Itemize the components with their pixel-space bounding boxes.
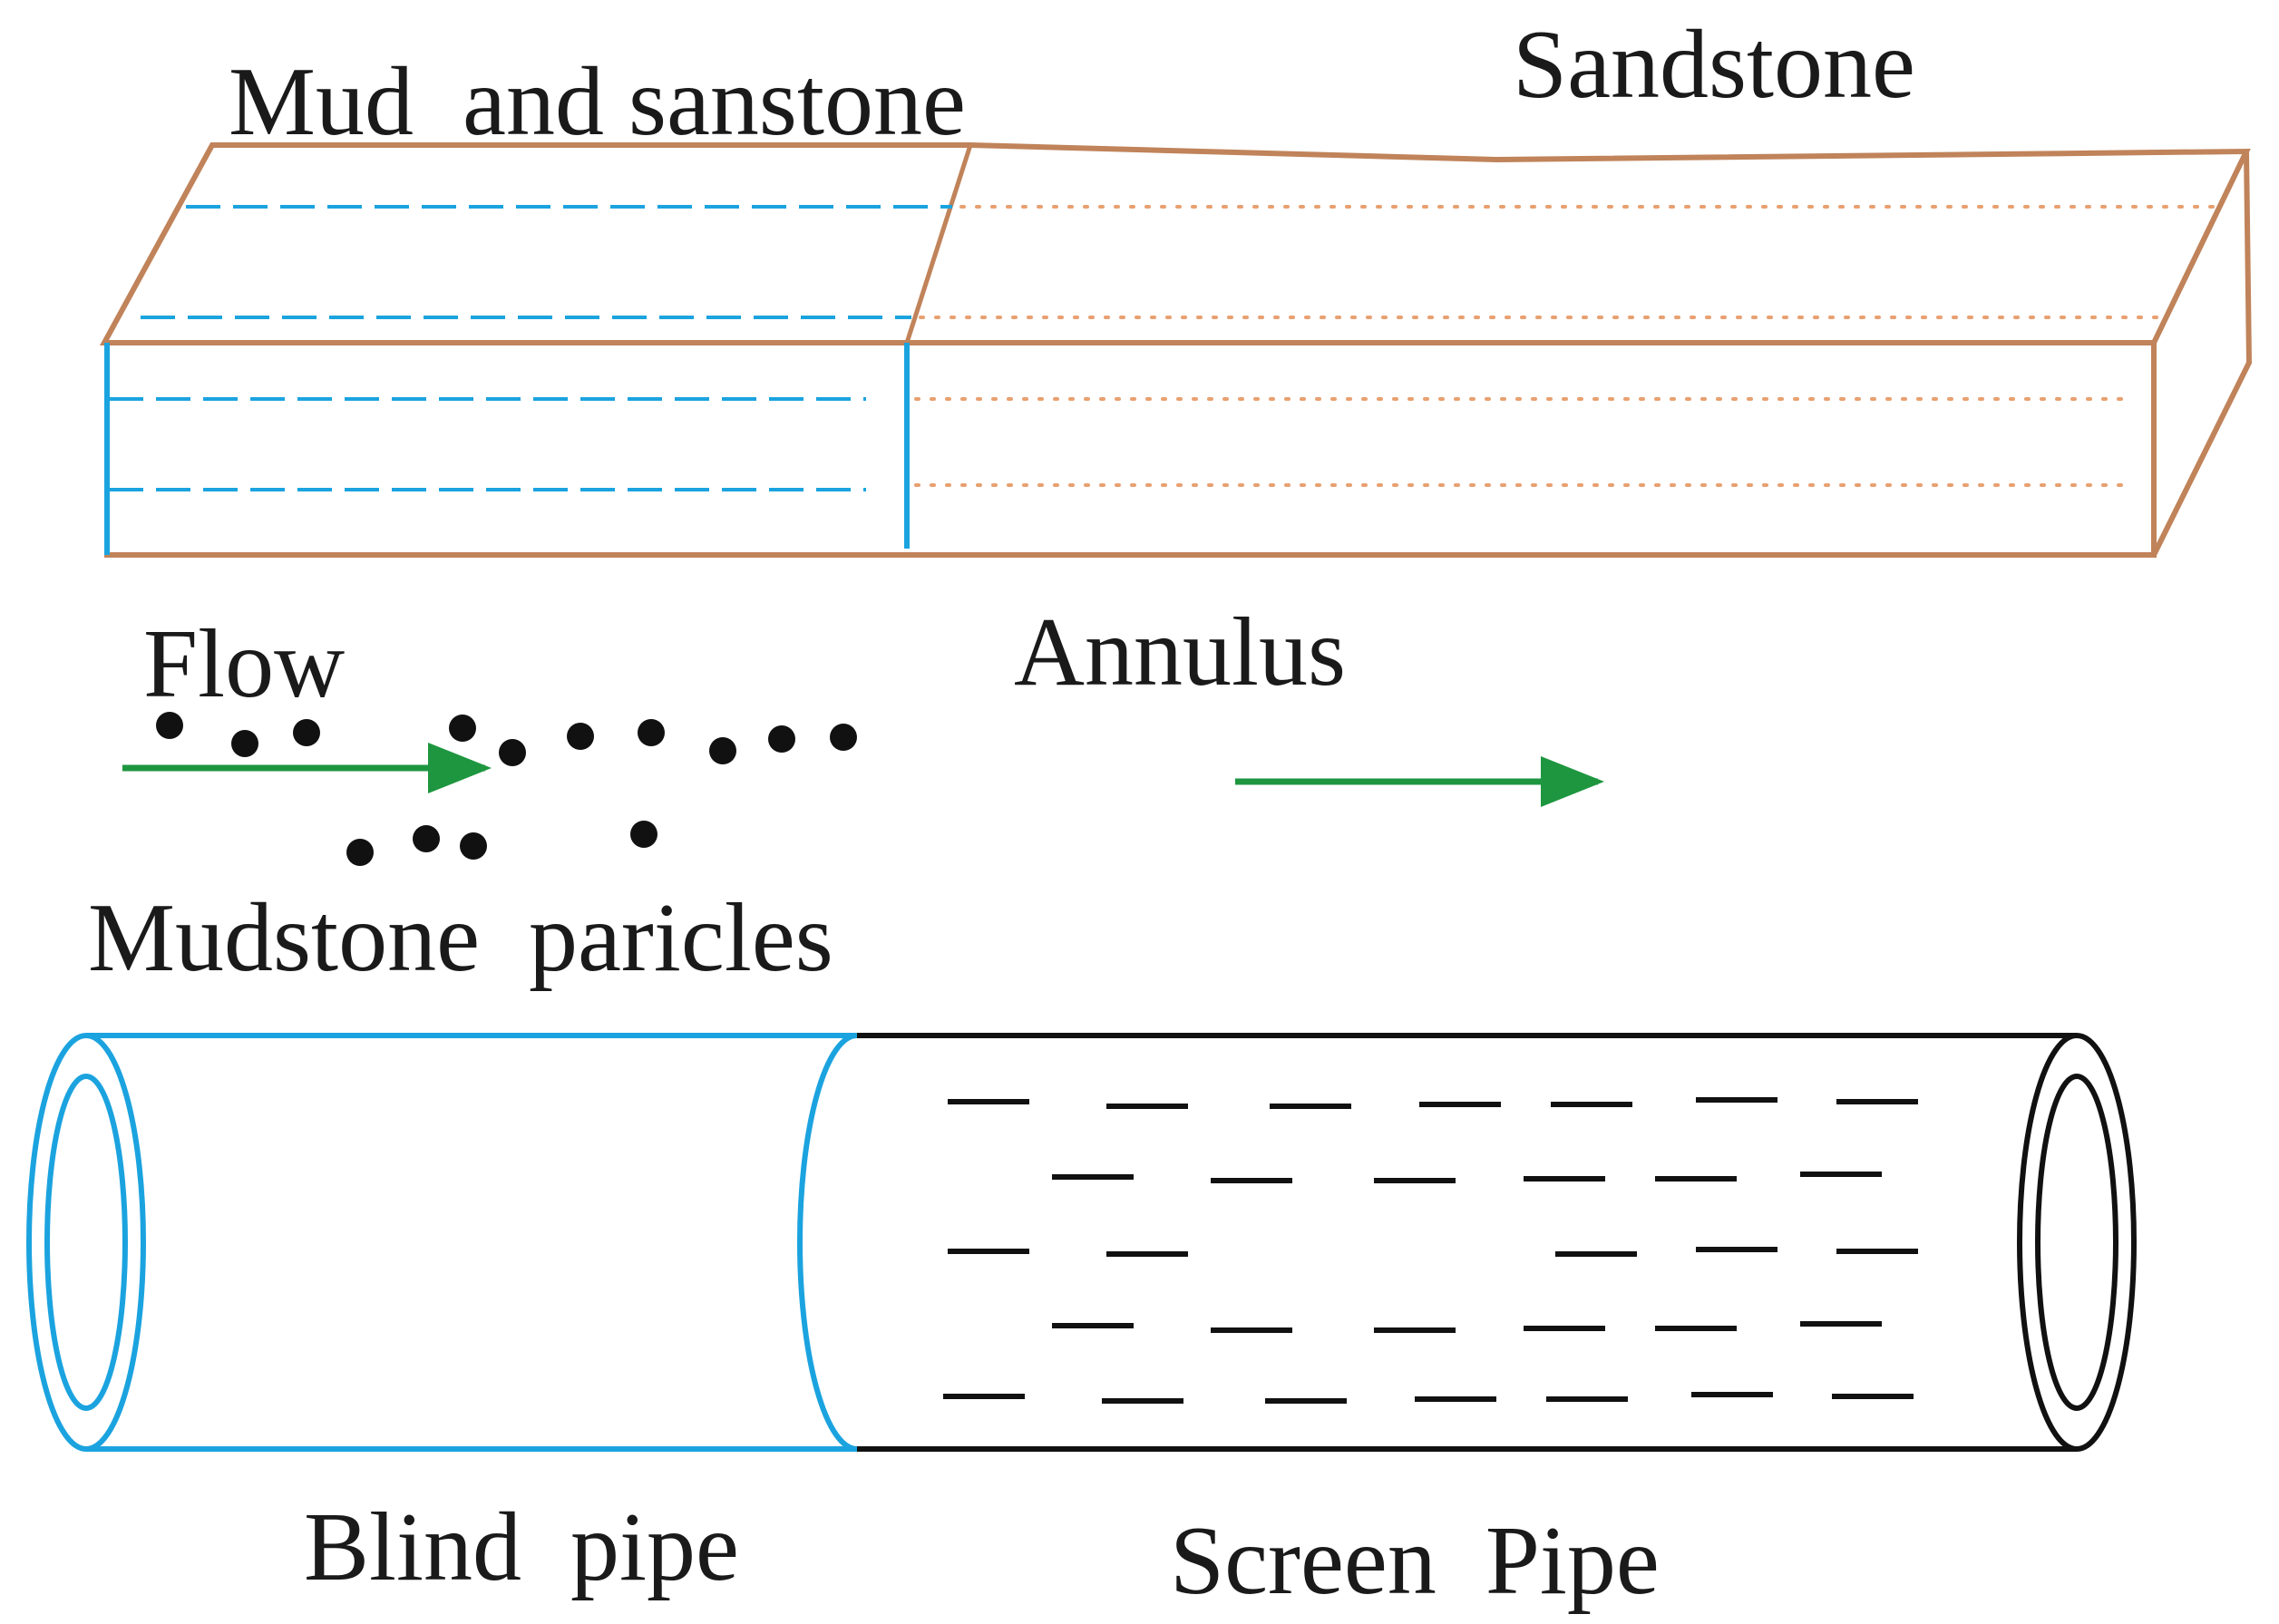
screen-slots (943, 1097, 1918, 1404)
formation-block (99, 142, 2253, 558)
mudstone-particles-label: Mudstone paricles (88, 884, 833, 992)
particle-dot-icon (709, 737, 736, 764)
screen-pipe (857, 1033, 2137, 1452)
formation-side-face (2151, 151, 2253, 557)
screen-pipe-end-outer (2017, 1033, 2137, 1452)
mud-and-sandstone-label: Mud and sanstone (229, 48, 966, 156)
mud-layer-lines (109, 205, 952, 491)
particle-dot-icon (460, 832, 487, 860)
blind-pipe (26, 1033, 858, 1452)
blind-pipe-joint-arc (797, 1033, 858, 1452)
screen-pipe-label: Screen Pipe (1170, 1507, 1660, 1615)
particle-dot-icon (231, 730, 258, 757)
particle-dot-icon (413, 825, 440, 852)
formation-front-face (104, 340, 2157, 558)
blind-pipe-label: Blind pipe (304, 1493, 739, 1601)
particle-dot-icon (156, 712, 183, 739)
annulus-label: Annulus (1014, 598, 1346, 706)
particle-dot-icon (638, 719, 665, 746)
particle-dot-icon (567, 723, 594, 750)
mudstone-particles (156, 712, 857, 866)
formation-top-divider (904, 144, 973, 344)
flow-label: Flow (143, 610, 345, 718)
particle-dot-icon (768, 725, 795, 753)
pipe (26, 1033, 2137, 1452)
particle-dot-icon (449, 715, 476, 742)
particle-dot-icon (630, 821, 657, 848)
sandstone-label: Sandstone (1513, 11, 1915, 119)
particle-dot-icon (830, 724, 857, 751)
blind-pipe-end-inner (44, 1074, 128, 1411)
particle-dot-icon (293, 719, 320, 746)
particle-dot-icon (499, 739, 526, 766)
sandstone-layer-lines (914, 205, 2215, 487)
screen-pipe-end-inner (2035, 1074, 2118, 1411)
particle-dot-icon (346, 839, 374, 866)
formation-top-face (99, 142, 2251, 345)
